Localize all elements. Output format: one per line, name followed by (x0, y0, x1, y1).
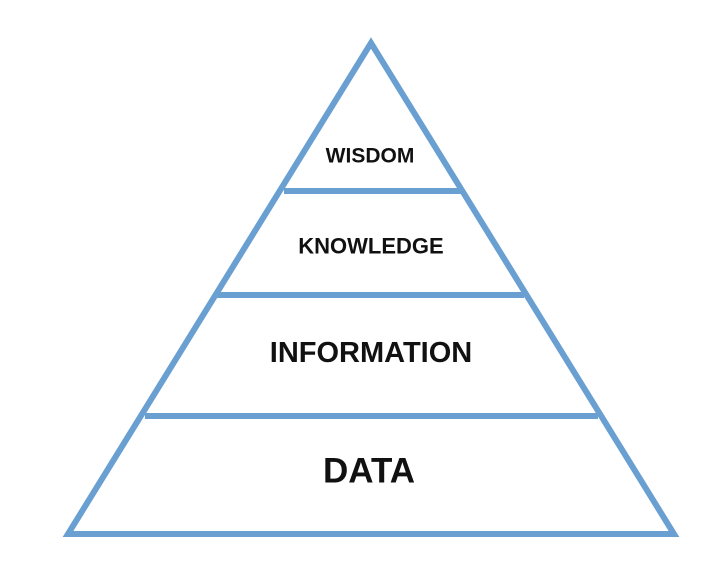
tier-label-data: DATA (323, 452, 415, 491)
tier-label-information: INFORMATION (270, 337, 472, 369)
tier-label-knowledge: KNOWLEDGE (298, 234, 443, 259)
tier-label-wisdom: WISDOM (326, 145, 415, 168)
pyramid-outline (62, 37, 680, 537)
